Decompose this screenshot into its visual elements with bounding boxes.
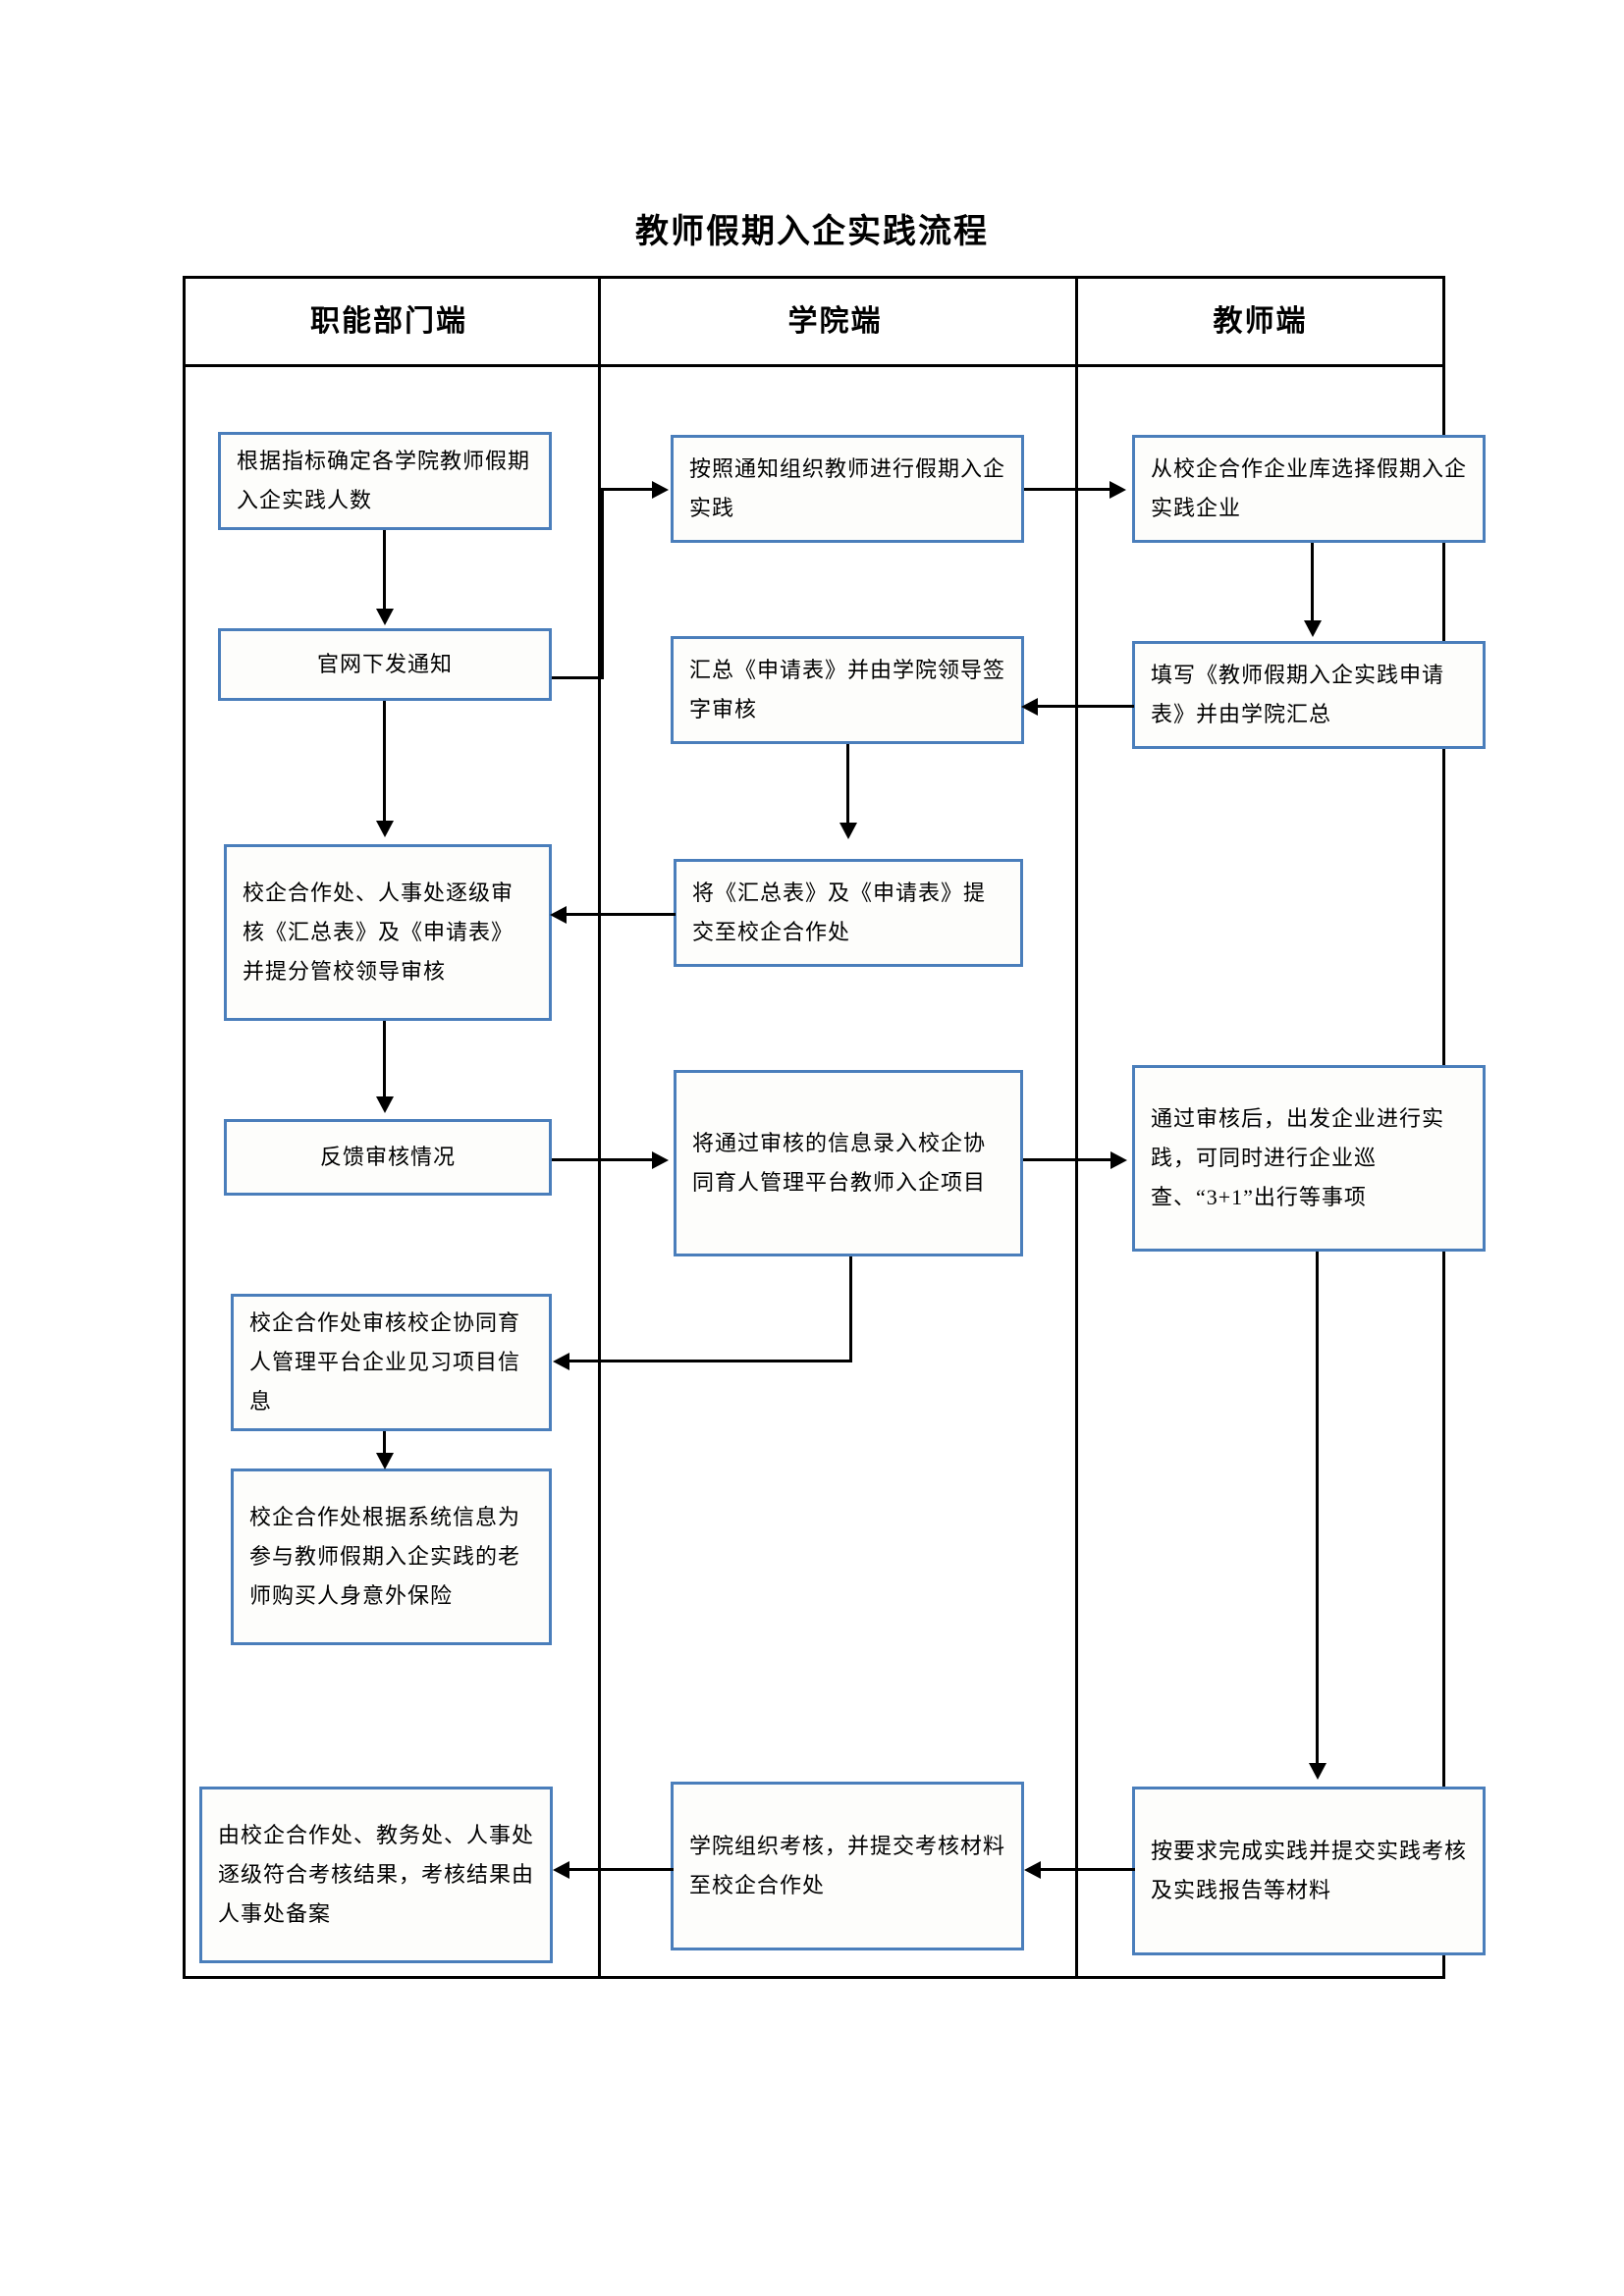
connector-c2b4-down [849, 1256, 852, 1362]
connector-c1b5-to-c1b6 [383, 1431, 386, 1459]
connector-c3b3-to-c3b4 [1316, 1252, 1319, 1767]
process-box-c1b1-text: 根据指标确定各学院教师假期入企实践人数 [237, 449, 531, 512]
arrowhead-c2b2-to-c2b3 [839, 823, 857, 839]
process-box-c1b4[interactable]: 反馈审核情况 [224, 1119, 552, 1196]
arrowhead-c3b3-to-c3b4 [1309, 1763, 1326, 1780]
process-box-c3b3[interactable]: 通过审核后，出发企业进行实践，可同时进行企业巡查、“3+1”出行等事项 [1132, 1065, 1486, 1252]
process-box-c3b1-text: 从校企合作企业库选择假期入企实践企业 [1151, 456, 1468, 520]
connector-c1b2-up [601, 488, 604, 676]
process-box-c2b2-text: 汇总《申请表》并由学院领导签字审核 [689, 658, 1006, 721]
process-box-c2b2[interactable]: 汇总《申请表》并由学院领导签字审核 [671, 636, 1024, 744]
lane-header-college: 学院端 [787, 305, 883, 338]
process-box-c2b5[interactable]: 学院组织考核，并提交考核材料至校企合作处 [671, 1782, 1024, 1950]
connector-c2b5-to-c1b7 [568, 1868, 674, 1871]
connector-c2b4-to-c1b5 [568, 1360, 852, 1362]
page-title: 教师假期入企实践流程 [635, 214, 989, 250]
process-box-c2b4[interactable]: 将通过审核的信息录入校企协同育人管理平台教师入企项目 [674, 1070, 1023, 1256]
process-box-c2b1[interactable]: 按照通知组织教师进行假期入企实践 [671, 435, 1024, 543]
arrowhead-c2b1-to-c3b1 [1110, 481, 1126, 499]
arrowhead-c3b2-to-c2b2 [1021, 698, 1038, 716]
process-box-c2b5-text: 学院组织考核，并提交考核材料至校企合作处 [689, 1834, 1006, 1897]
connector-c2b4-to-c3b3 [1023, 1158, 1113, 1161]
process-box-c1b5-text: 校企合作处审核校企协同育人管理平台企业见习项目信息 [249, 1310, 521, 1414]
arrowhead-c1b3-to-c1b4 [376, 1096, 394, 1113]
connector-c2b2-to-c2b3 [846, 744, 849, 825]
process-box-c1b2-text: 官网下发通知 [316, 652, 453, 676]
connector-c2b3-to-c1b3 [565, 913, 676, 916]
arrowhead-c1b4-to-c2b4 [652, 1151, 669, 1169]
process-box-c1b2[interactable]: 官网下发通知 [218, 628, 552, 701]
lane-separator-1 [598, 276, 601, 1979]
arrowhead-c1b1-to-c1b2 [376, 609, 394, 625]
arrowhead-c2b3-to-c1b3 [550, 906, 567, 924]
process-box-c3b4[interactable]: 按要求完成实践并提交实践考核及实践报告等材料 [1132, 1787, 1486, 1955]
process-box-c3b3-text: 通过审核后，出发企业进行实践，可同时进行企业巡查、“3+1”出行等事项 [1151, 1106, 1445, 1209]
connector-c1b3-to-c1b4 [383, 1021, 386, 1099]
arrowhead-c3b1-to-c3b2 [1304, 620, 1322, 637]
process-box-c2b4-text: 将通过审核的信息录入校企协同育人管理平台教师入企项目 [692, 1131, 987, 1195]
process-box-c1b6[interactable]: 校企合作处根据系统信息为参与教师假期入企实践的老师购买人身意外保险 [231, 1468, 552, 1645]
process-box-c1b5[interactable]: 校企合作处审核校企协同育人管理平台企业见习项目信息 [231, 1294, 552, 1431]
process-box-c3b2-text: 填写《教师假期入企实践申请表》并由学院汇总 [1151, 663, 1445, 726]
connector-c1b2-to-c1b3 [383, 701, 386, 824]
arrowhead-c3b4-to-c2b5 [1024, 1861, 1041, 1879]
process-box-c2b3-text: 将《汇总表》及《申请表》提交至校企合作处 [692, 881, 987, 944]
process-box-c3b2[interactable]: 填写《教师假期入企实践申请表》并由学院汇总 [1132, 641, 1486, 749]
process-box-c1b7[interactable]: 由校企合作处、教务处、人事处逐级符合考核结果，考核结果由人事处备案 [199, 1787, 553, 1963]
connector-c3b2-to-c2b2 [1036, 705, 1134, 708]
process-box-c1b7-text: 由校企合作处、教务处、人事处逐级符合考核结果，考核结果由人事处备案 [218, 1823, 535, 1926]
arrowhead-c2b5-to-c1b7 [553, 1861, 569, 1879]
arrowhead-c1b5-to-c1b6 [376, 1453, 394, 1469]
connector-c2b1-to-c3b1 [1024, 488, 1112, 491]
connector-c1b2-right [552, 676, 604, 679]
lane-header-row: 职能部门端 学院端 教师端 [183, 276, 1445, 367]
lane-header-teacher: 教师端 [1213, 305, 1308, 338]
connector-c1b2-to-c2b1 [601, 488, 655, 491]
process-box-c1b1[interactable]: 根据指标确定各学院教师假期入企实践人数 [218, 432, 552, 530]
process-box-c2b1-text: 按照通知组织教师进行假期入企实践 [689, 456, 1006, 520]
lane-separator-2 [1075, 276, 1078, 1979]
connector-c3b1-to-c3b2 [1311, 543, 1314, 623]
process-box-c3b4-text: 按要求完成实践并提交实践考核及实践报告等材料 [1151, 1839, 1468, 1902]
connector-c1b1-to-c1b2 [383, 530, 386, 612]
arrowhead-c1b2-to-c1b3 [376, 821, 394, 837]
lane-header-functional-department: 职能部门端 [310, 305, 467, 338]
process-box-c1b6-text: 校企合作处根据系统信息为参与教师假期入企实践的老师购买人身意外保险 [249, 1505, 521, 1608]
connector-c3b4-to-c2b5 [1039, 1868, 1135, 1871]
process-box-c2b3[interactable]: 将《汇总表》及《申请表》提交至校企合作处 [674, 859, 1023, 967]
process-box-c1b3-text: 校企合作处、人事处逐级审核《汇总表》及《申请表》并提分管校领导审核 [243, 881, 514, 984]
arrowhead-c2b4-to-c3b3 [1110, 1151, 1127, 1169]
connector-c1b4-to-c2b4 [552, 1158, 655, 1161]
process-box-c3b1[interactable]: 从校企合作企业库选择假期入企实践企业 [1132, 435, 1486, 543]
arrowhead-c2b4-to-c1b5 [553, 1353, 569, 1370]
process-box-c1b3[interactable]: 校企合作处、人事处逐级审核《汇总表》及《申请表》并提分管校领导审核 [224, 844, 552, 1021]
process-box-c1b4-text: 反馈审核情况 [319, 1145, 456, 1169]
arrowhead-c1b2-to-c2b1 [652, 481, 669, 499]
